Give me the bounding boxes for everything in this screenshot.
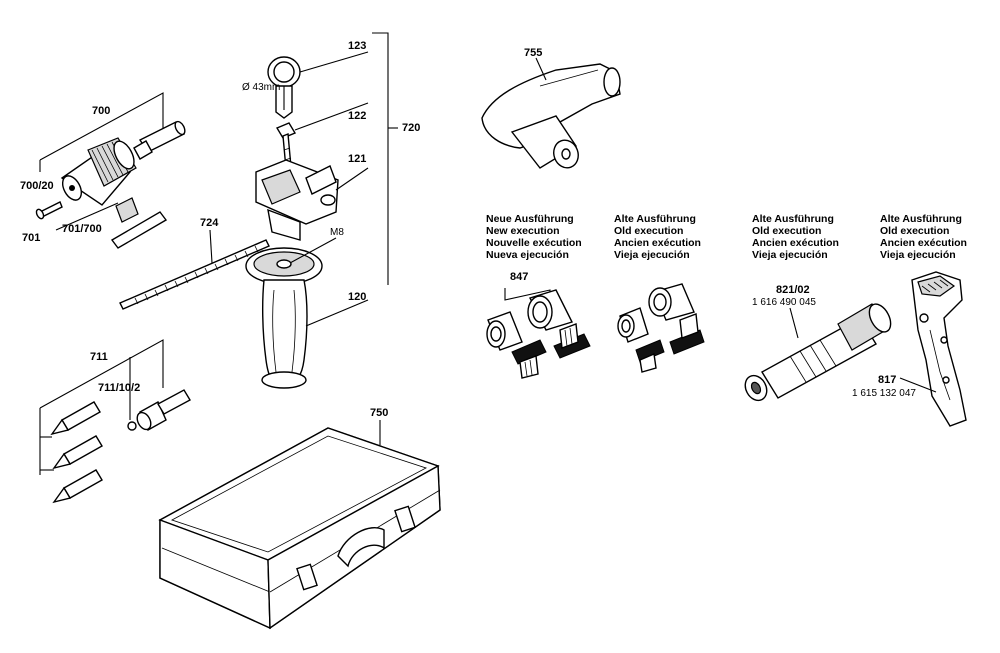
label-817: 817 [878, 374, 896, 386]
header-old-a-fr: Ancien exécution [614, 237, 701, 249]
header-old-execution-a: Alte Ausführung Old execution Ancien exé… [614, 213, 701, 261]
leader-821 [789, 307, 799, 339]
label-700: 700 [92, 105, 110, 117]
label-711-10-2: 711/10/2 [98, 382, 140, 394]
header-old-a-de: Alte Ausführung [614, 213, 696, 225]
drill-chuck [60, 137, 137, 206]
label-711: 711 [90, 351, 108, 363]
handle-clamp-block [255, 159, 339, 241]
old-carbon-brush-1 [635, 339, 665, 373]
chuck-key [110, 197, 168, 249]
label-724: 724 [200, 217, 219, 229]
label-m8: M8 [330, 227, 344, 238]
label-821-02: 821/02 [776, 284, 810, 296]
leader-122 [294, 102, 369, 131]
auxiliary-handle-grip [245, 247, 323, 389]
carbon-brush-2 [553, 323, 591, 359]
leader-817 [899, 377, 937, 393]
leader-123 [299, 51, 369, 73]
chuck-screw [35, 201, 63, 220]
label-701-700: 701/700 [62, 223, 102, 235]
leader-m8 [289, 237, 337, 264]
execution-headers: Neue Ausführung New execution Nouvelle e… [486, 213, 967, 261]
screwdriver-bit-2 [52, 435, 103, 470]
screwdriver-bit-1 [50, 401, 101, 436]
screwdriver-bit-set: 711 711/10/2 [39, 339, 191, 504]
header-new-es: Nueva ejecución [486, 249, 569, 261]
bracket-720 [372, 32, 389, 285]
header-new-de: Neue Ausführung [486, 213, 574, 225]
header-new-execution: Neue Ausführung New execution Nouvelle e… [486, 213, 582, 261]
bracket-700 [39, 92, 164, 161]
header-old-execution-b: Alte Ausführung Old execution Ancien exé… [752, 213, 839, 261]
carrying-case: 750 [158, 407, 441, 630]
header-old-a-en: Old execution [614, 225, 683, 237]
leader-121 [335, 167, 369, 191]
carbon-brush-1 [511, 339, 547, 379]
header-old-b-es: Vieja ejecución [752, 249, 828, 261]
armature: 821/02 1 616 490 045 [744, 284, 892, 402]
header-new-en: New execution [486, 225, 560, 237]
right-angle-attachment: 755 [481, 47, 621, 169]
bracket-711 [39, 339, 164, 409]
header-old-c-de: Alte Ausführung [880, 213, 962, 225]
drill-chuck-assembly: 700 700/20 701 701/700 [20, 92, 186, 249]
depth-stop-rod: 724 [119, 217, 270, 310]
bit-holder [136, 389, 191, 431]
label-847: 847 [510, 271, 528, 283]
leader-120 [305, 299, 369, 327]
old-brush-ring-2 [648, 283, 695, 321]
label-750: 750 [370, 407, 388, 419]
label-720: 720 [402, 122, 420, 134]
header-old-b-de: Alte Ausführung [752, 213, 834, 225]
label-700-20: 700/20 [20, 180, 54, 192]
label-821-02-partnumber: 1 616 490 045 [752, 297, 816, 308]
brush-holder-ring-1 [486, 311, 523, 351]
header-old-a-es: Vieja ejecución [614, 249, 690, 261]
label-120: 120 [348, 291, 366, 303]
carbon-brush-holders-new: 847 [486, 271, 591, 379]
header-old-b-fr: Ancien exécution [752, 237, 839, 249]
label-123: 123 [348, 40, 366, 52]
header-old-c-en: Old execution [880, 225, 949, 237]
retaining-ring [127, 421, 137, 431]
chuck-adaptor-shank [133, 120, 186, 160]
header-old-c-es: Vieja ejecución [880, 249, 956, 261]
label-122: 122 [348, 110, 366, 122]
leader-755 [535, 57, 547, 81]
header-old-b-en: Old execution [752, 225, 821, 237]
leader-724 [209, 229, 213, 264]
carbon-brush-holders-old [617, 283, 705, 373]
header-new-fr: Nouvelle exécution [486, 237, 582, 249]
label-817-partnumber: 1 615 132 047 [852, 388, 916, 399]
brush-holder-ring-2 [527, 289, 573, 331]
old-carbon-brush-2 [669, 313, 705, 355]
screwdriver-bit-3 [52, 469, 103, 504]
label-diameter-43mm: Ø 43mm [242, 82, 280, 93]
header-old-c-fr: Ancien exécution [880, 237, 967, 249]
leader-701 [55, 202, 119, 231]
header-old-execution-c: Alte Ausführung Old execution Ancien exé… [880, 213, 967, 261]
label-755: 755 [524, 47, 542, 59]
auxiliary-handle-assembly: 720 123 Ø 43mm 122 121 [242, 32, 420, 389]
label-121: 121 [348, 153, 366, 165]
label-701: 701 [22, 232, 40, 244]
housing-half-shell: 817 1 615 132 047 [852, 271, 967, 427]
old-brush-ring-1 [617, 307, 649, 343]
